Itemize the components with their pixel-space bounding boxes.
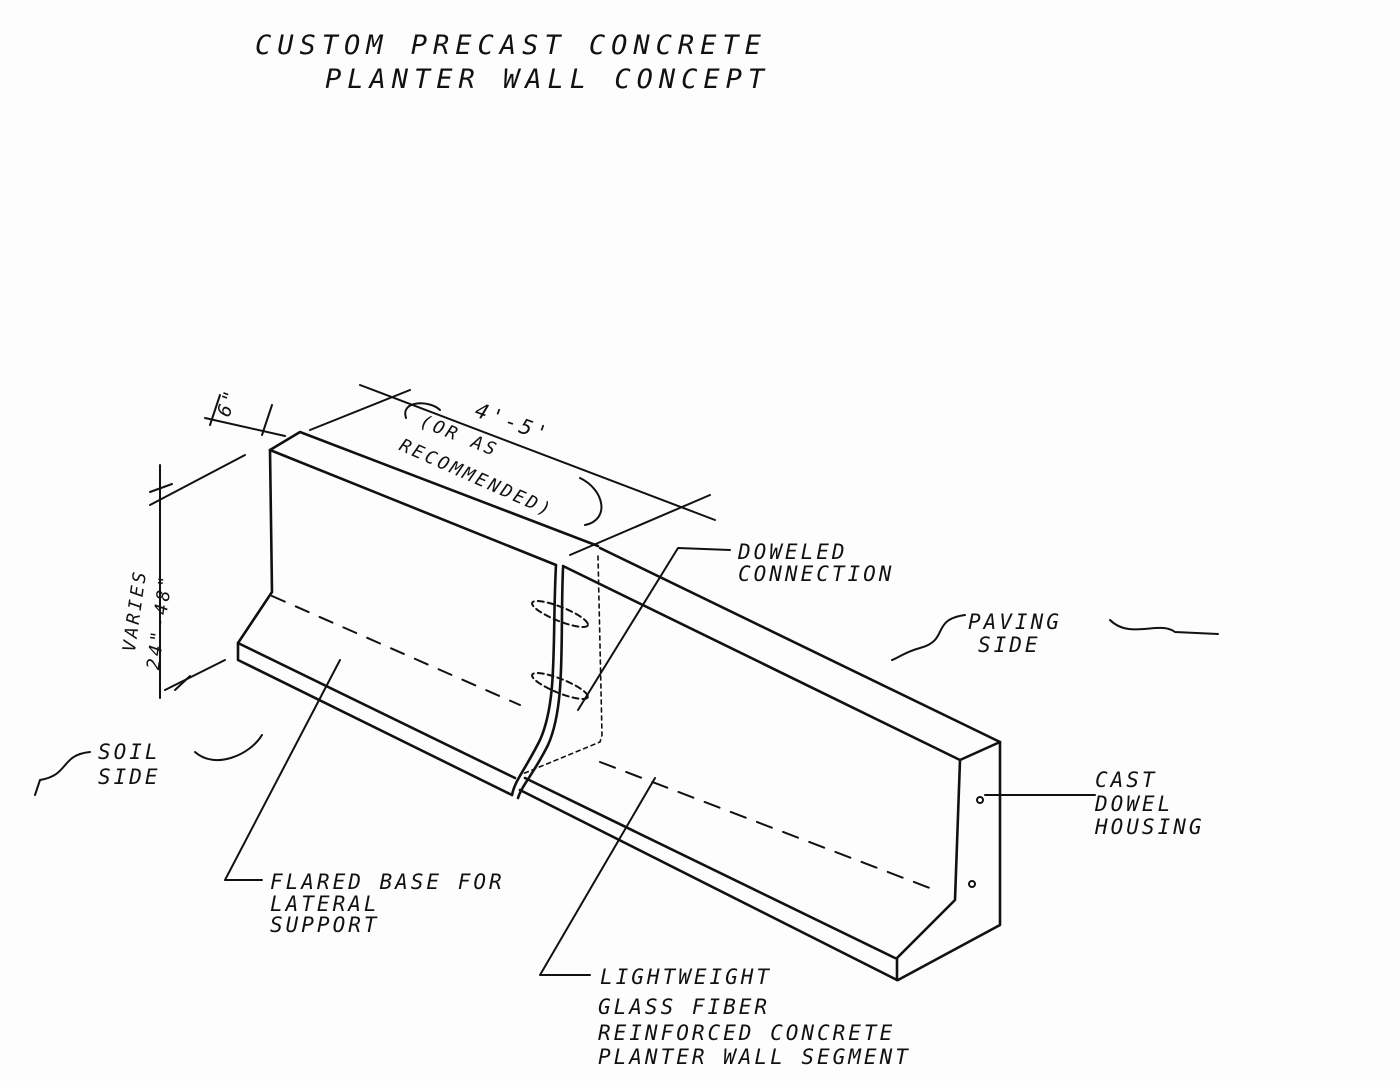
flared-base-leader	[224, 659, 341, 881]
soil-label-1: SOIL	[98, 740, 161, 764]
dimension-lines	[149, 384, 716, 699]
segment-label-1: LIGHTWEIGHT	[600, 965, 773, 989]
right-wall-segment	[518, 546, 1002, 982]
segment-label-2: GLASS FIBER	[598, 995, 771, 1019]
flared-base-label-2: LATERAL	[270, 892, 380, 916]
flared-base-label-1: FLARED BASE FOR	[270, 870, 505, 894]
dowel-housing-label-1: CAST	[1095, 768, 1158, 792]
title-line-2: PLANTER WALL CONCEPT	[325, 64, 771, 95]
doweled-label-1: DOWELED	[738, 540, 848, 564]
soil-label-2: SIDE	[98, 765, 161, 789]
leader-lines	[34, 547, 1219, 976]
dowel-housing-label-2: DOWEL	[1095, 792, 1174, 816]
segment-label-3: REINFORCED CONCRETE	[598, 1021, 896, 1045]
segment-leader	[539, 777, 656, 976]
doweled-leader	[577, 547, 731, 711]
segment-label-4: PLANTER WALL SEGMENT	[598, 1045, 911, 1069]
title-line-1: CUSTOM PRECAST CONCRETE	[255, 30, 767, 61]
flared-base-label-3: SUPPORT	[270, 913, 380, 937]
paving-label-1: PAVING	[968, 610, 1062, 634]
left-wall-segment	[236, 430, 603, 800]
paving-label-2: SIDE	[978, 633, 1041, 657]
doweled-label-2: CONNECTION	[738, 562, 895, 586]
dowel-housing-label-3: HOUSING	[1095, 815, 1205, 839]
